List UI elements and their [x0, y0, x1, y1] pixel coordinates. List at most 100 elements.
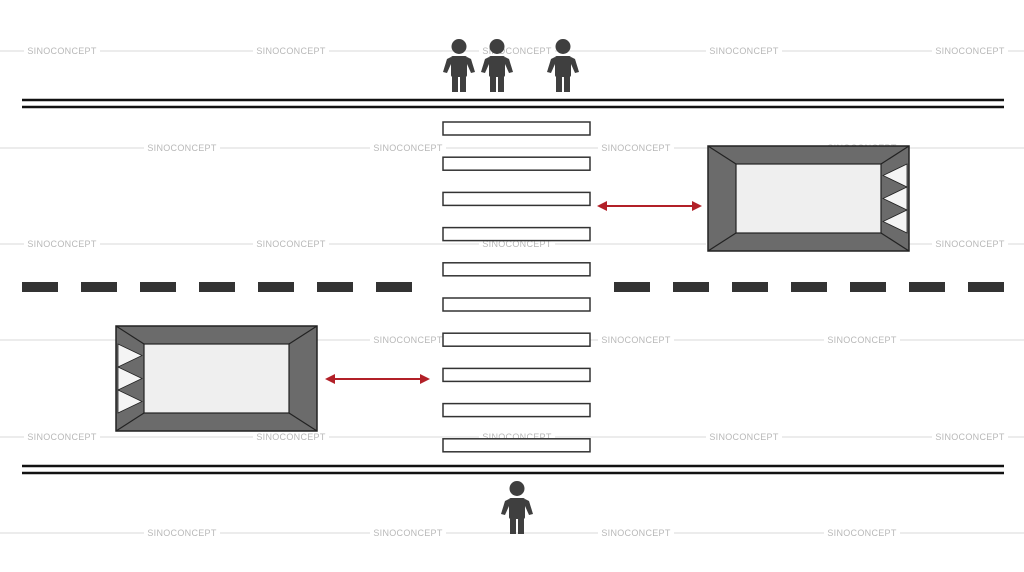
watermark-gap: [706, 45, 782, 57]
crosswalk-stripe: [442, 438, 591, 453]
watermark-text: SINOCONCEPT: [147, 528, 217, 538]
watermark-text: SINOCONCEPT: [256, 46, 326, 56]
watermark-gap: [253, 45, 329, 57]
watermark-gap: [144, 142, 220, 154]
watermark-gap: [598, 527, 674, 539]
vehicle-edge: [707, 145, 737, 165]
watermark-text: SINOCONCEPT: [601, 143, 671, 153]
person-leg: [556, 76, 562, 92]
lane-dash: [968, 282, 1004, 292]
watermark-text: SINOCONCEPT: [935, 432, 1005, 442]
person-head: [555, 39, 571, 54]
vehicle-edge: [288, 325, 318, 345]
watermark-text: SINOCONCEPT: [27, 432, 97, 442]
lane-dash: [673, 282, 709, 292]
crosswalk-stripe: [442, 402, 591, 418]
person-leg: [498, 76, 504, 92]
headlight: [882, 163, 908, 188]
person-head: [489, 39, 505, 54]
crosswalk-stripe: [442, 121, 591, 136]
watermark-text: SINOCONCEPT: [827, 528, 897, 538]
vehicle-edge: [115, 412, 145, 432]
lane-dash: [614, 282, 650, 292]
watermark-gap: [598, 334, 674, 346]
double-arrow-icon: [597, 201, 702, 211]
watermark-gap: [370, 334, 446, 346]
crosswalk-stripe: [442, 191, 591, 207]
person-leg: [564, 76, 570, 92]
person-leg: [452, 76, 458, 92]
vehicle-edge: [288, 412, 318, 432]
watermark-gap: [253, 238, 329, 250]
lane-dash: [850, 282, 886, 292]
lane-dash: [140, 282, 176, 292]
watermark-gap: [370, 142, 446, 154]
vehicle-edge: [880, 232, 910, 252]
pedestrians: [443, 39, 579, 534]
watermark-text: SINOCONCEPT: [935, 239, 1005, 249]
vehicles: [115, 145, 910, 432]
person-arm: [571, 57, 579, 73]
vehicle-edge: [115, 325, 145, 345]
headlight: [882, 186, 908, 211]
person-icon: [501, 481, 533, 534]
car-top-view-icon: [115, 325, 318, 432]
person-head: [451, 39, 467, 54]
person-torso: [555, 56, 571, 77]
watermark-text: SINOCONCEPT: [601, 335, 671, 345]
vehicle-edge: [707, 232, 737, 252]
lane-dash: [909, 282, 945, 292]
lane-dash: [317, 282, 353, 292]
watermark-gap: [24, 45, 100, 57]
watermark-text: SINOCONCEPT: [256, 239, 326, 249]
person-icon: [443, 39, 475, 92]
lane-dash: [258, 282, 294, 292]
watermark-text: SINOCONCEPT: [935, 46, 1005, 56]
person-head: [509, 481, 525, 496]
headlight: [117, 343, 143, 368]
watermark-text: SINOCONCEPT: [482, 46, 552, 56]
person-torso: [509, 498, 525, 519]
watermark-text: SINOCONCEPT: [27, 239, 97, 249]
watermark-gap: [932, 431, 1008, 443]
watermark-gap: [932, 238, 1008, 250]
person-arm: [443, 57, 451, 73]
crosswalk-stripe: [442, 156, 591, 171]
vehicle-roof: [143, 343, 290, 414]
crosswalk-stripe: [442, 262, 591, 277]
watermark-gap: [706, 431, 782, 443]
watermark-gap: [824, 334, 900, 346]
double-arrow-icon: [325, 374, 430, 384]
watermark-text: SINOCONCEPT: [373, 143, 443, 153]
watermark-text: SINOCONCEPT: [27, 46, 97, 56]
lane-dash: [199, 282, 235, 292]
crosswalk-stripe: [442, 367, 591, 383]
person-icon: [481, 39, 513, 92]
watermark-gap: [144, 527, 220, 539]
watermark-text: SINOCONCEPT: [482, 432, 552, 442]
arrow-head: [692, 201, 702, 211]
headlight: [117, 389, 143, 414]
person-leg: [490, 76, 496, 92]
watermark-text: SINOCONCEPT: [482, 239, 552, 249]
crosswalk-stripe: [442, 332, 591, 347]
vehicle-roof: [735, 163, 882, 234]
watermark-gap: [24, 431, 100, 443]
watermark-text: SINOCONCEPT: [827, 335, 897, 345]
distance-arrows: [325, 201, 702, 384]
person-arm: [501, 499, 509, 515]
crosswalk-stripe: [442, 297, 591, 312]
vehicle-edge: [880, 145, 910, 165]
person-arm: [505, 57, 513, 73]
person-arm: [525, 499, 533, 515]
watermark-text: SINOCONCEPT: [601, 528, 671, 538]
watermark-text: SINOCONCEPT: [709, 46, 779, 56]
headlight: [882, 209, 908, 234]
crosswalk-stripe: [442, 226, 591, 242]
person-leg: [510, 518, 516, 534]
watermark-text: SINOCONCEPT: [147, 143, 217, 153]
watermark-gap: [370, 527, 446, 539]
crosswalk: [442, 121, 591, 453]
lane-dash: [22, 282, 58, 292]
